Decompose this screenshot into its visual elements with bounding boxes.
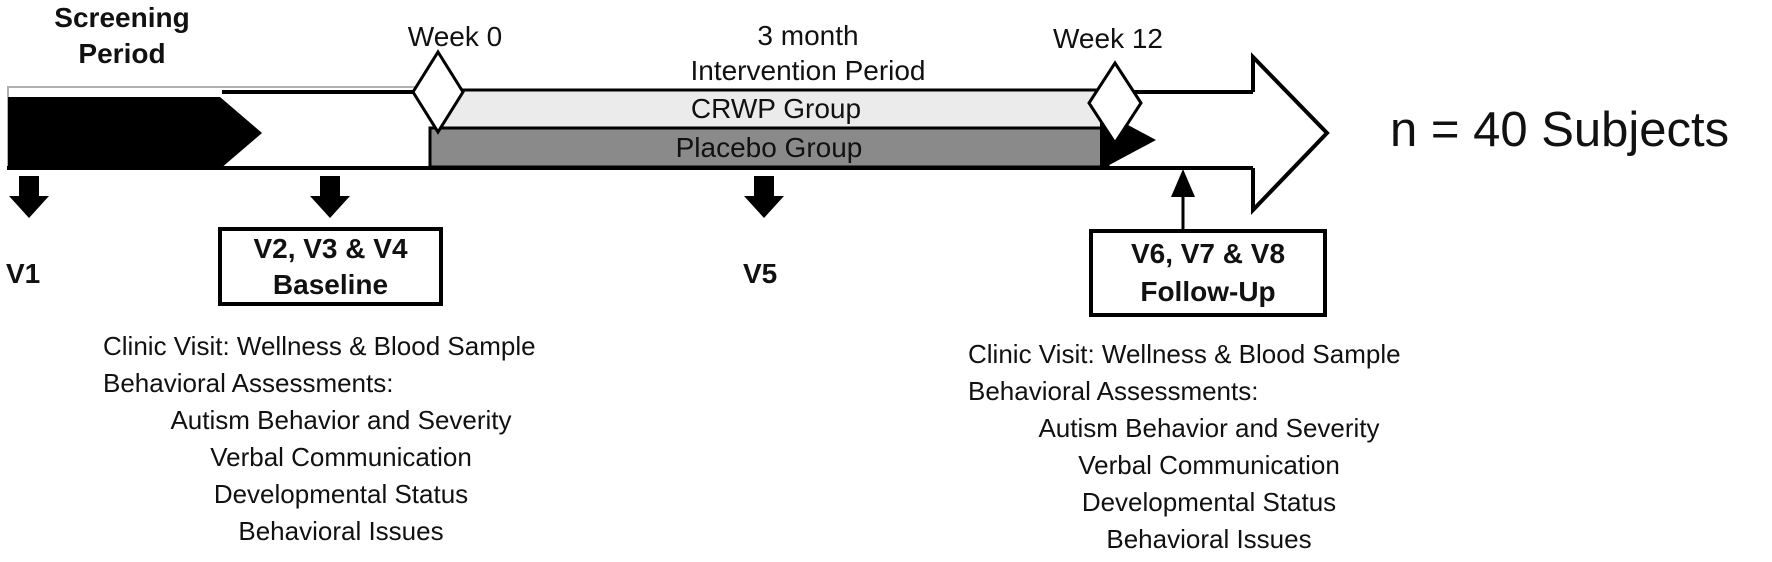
assessment-line: Behavioral Assessments:: [103, 368, 394, 398]
week0-diamond: [411, 49, 465, 135]
week12-diamond: [1087, 60, 1143, 146]
assessment-line: Behavioral Issues: [1106, 524, 1312, 554]
assessment-line: Clinic Visit: Wellness & Blood Sample: [968, 339, 1401, 369]
assessment-line: Verbal Communication: [1078, 450, 1340, 480]
v5-label: V5: [743, 258, 778, 289]
screening-arrow: [8, 97, 262, 169]
followup-box-line2: Follow-Up: [1140, 276, 1276, 307]
v5-down-arrow: [744, 176, 784, 218]
assessment-line: Autism Behavior and Severity: [1038, 413, 1380, 443]
assessment-line: Clinic Visit: Wellness & Blood Sample: [103, 331, 536, 361]
followup-box-line1: V6, V7 & V8: [1130, 238, 1286, 269]
v1-label: V1: [6, 258, 41, 289]
crwp-group-label: CRWP Group: [690, 93, 862, 124]
main-flow-arrowhead: [1251, 52, 1330, 215]
intervention-period-label: 3 month Intervention Period: [648, 18, 968, 88]
assessment-line: Verbal Communication: [210, 442, 472, 472]
intervention-line1: 3 month: [757, 20, 859, 51]
enrollment-label: n = 40 Subjects: [1390, 103, 1730, 157]
baseline-visits-box: V2, V3 & V4 Baseline: [218, 227, 443, 306]
followup-up-arrow-head: [1171, 169, 1195, 197]
screening-period-line1: Screening: [54, 2, 190, 33]
placebo-bar: [428, 126, 1110, 169]
week0-label: Week 0: [407, 21, 503, 52]
assessment-line: Developmental Status: [1081, 487, 1337, 517]
screening-period-line2: Period: [78, 38, 166, 69]
assessment-block-right: Clinic Visit: Wellness & Blood Sample Be…: [968, 336, 1450, 558]
assessment-block-left: Clinic Visit: Wellness & Blood Sample Be…: [103, 328, 579, 550]
assessment-line: Autism Behavior and Severity: [170, 405, 512, 435]
followup-visits-box: V6, V7 & V8 Follow-Up: [1089, 229, 1327, 317]
screening-period-label: Screening Period: [22, 0, 222, 72]
baseline-box-line1: V2, V3 & V4: [253, 232, 408, 264]
week12-label: Week 12: [1053, 23, 1163, 54]
v1-down-arrow: [9, 176, 49, 218]
intervention-line2: Intervention Period: [690, 55, 926, 86]
baseline-down-arrow: [310, 176, 350, 218]
placebo-group-label: Placebo Group: [675, 131, 863, 163]
assessment-line: Behavioral Assessments:: [968, 376, 1259, 406]
assessment-line: Developmental Status: [213, 479, 469, 509]
baseline-box-line2: Baseline: [272, 268, 389, 300]
assessment-line: Behavioral Issues: [238, 516, 444, 546]
